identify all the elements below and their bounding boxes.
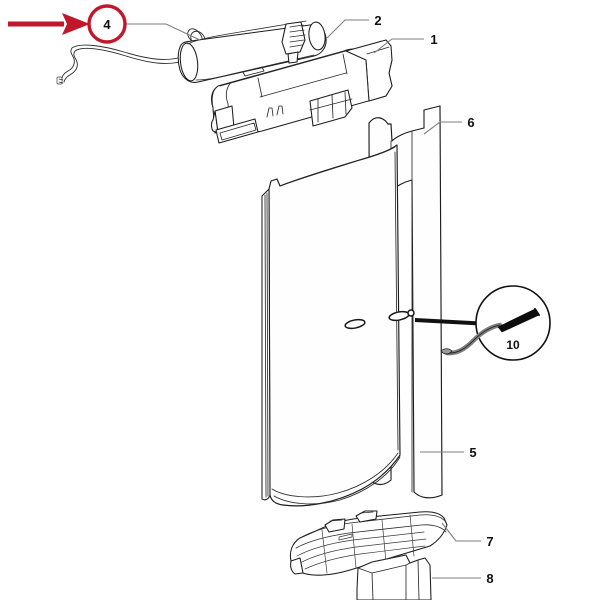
- detail-circle-10: [440, 285, 551, 361]
- part-1-mounting-bracket-housing: [210, 39, 393, 144]
- callout-label-5: 5: [469, 445, 476, 460]
- callout-label-10: 10: [506, 338, 520, 352]
- detail-10-pointer: [415, 318, 490, 326]
- part-7-lower-grille: [289, 510, 448, 576]
- door-panel-slots: [344, 309, 415, 330]
- leader-lines: [125, 19, 481, 579]
- callout-label-4: 4: [103, 17, 111, 32]
- callout-label-6: 6: [467, 115, 474, 130]
- highlight-arrow-head: [62, 13, 90, 35]
- part-8-lower-trim-cover: [356, 554, 432, 600]
- highlight-annotation-item-4: [8, 4, 127, 44]
- callout-label-7: 7: [486, 534, 493, 549]
- callout-label-1: 1: [430, 32, 437, 47]
- part-2-connector-block: [281, 21, 306, 64]
- callout-number-labels: 4 2 1 6 5 10 7 8: [103, 13, 520, 586]
- part-5-outer-door-panel: [261, 144, 415, 507]
- callout-label-8: 8: [486, 571, 493, 586]
- callout-label-2: 2: [374, 13, 381, 28]
- part-2-cylindrical-actuator: [177, 20, 327, 83]
- highlight-circle-item-4: [87, 4, 127, 44]
